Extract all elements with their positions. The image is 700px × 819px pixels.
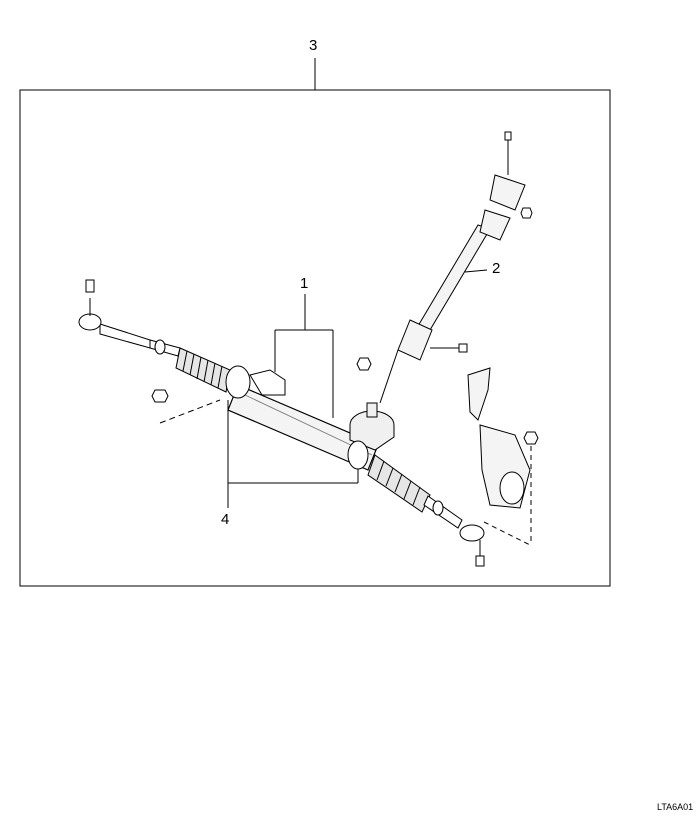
callout-4: 4 — [221, 511, 230, 528]
left-tie-rod-end — [78, 279, 102, 331]
figure-code: LTA6A01 — [657, 802, 694, 812]
leader-2 — [464, 269, 488, 273]
left-bolt-guide — [159, 399, 221, 424]
steering-knuckle — [467, 367, 531, 509]
knuckle-bolt — [523, 431, 539, 445]
steering-shaft — [379, 174, 526, 404]
callout-2: 2 — [492, 260, 501, 277]
right-tie-rod — [423, 495, 463, 529]
left-bellows-boot — [175, 347, 231, 393]
knuckle-guides — [483, 446, 532, 546]
callout-1: 1 — [300, 275, 309, 292]
leader-1 — [274, 294, 334, 418]
left-tie-rod — [99, 323, 181, 357]
right-mount-clamp — [347, 440, 369, 470]
left-mount-nut — [151, 389, 169, 403]
right-tie-rod-end — [459, 524, 485, 567]
right-bellows-boot — [367, 454, 431, 513]
callout-3: 3 — [309, 37, 318, 54]
shaft-bolts — [356, 131, 533, 371]
leader-4 — [227, 400, 359, 508]
assembly-frame — [19, 89, 611, 587]
left-mount-clamp — [225, 365, 286, 399]
